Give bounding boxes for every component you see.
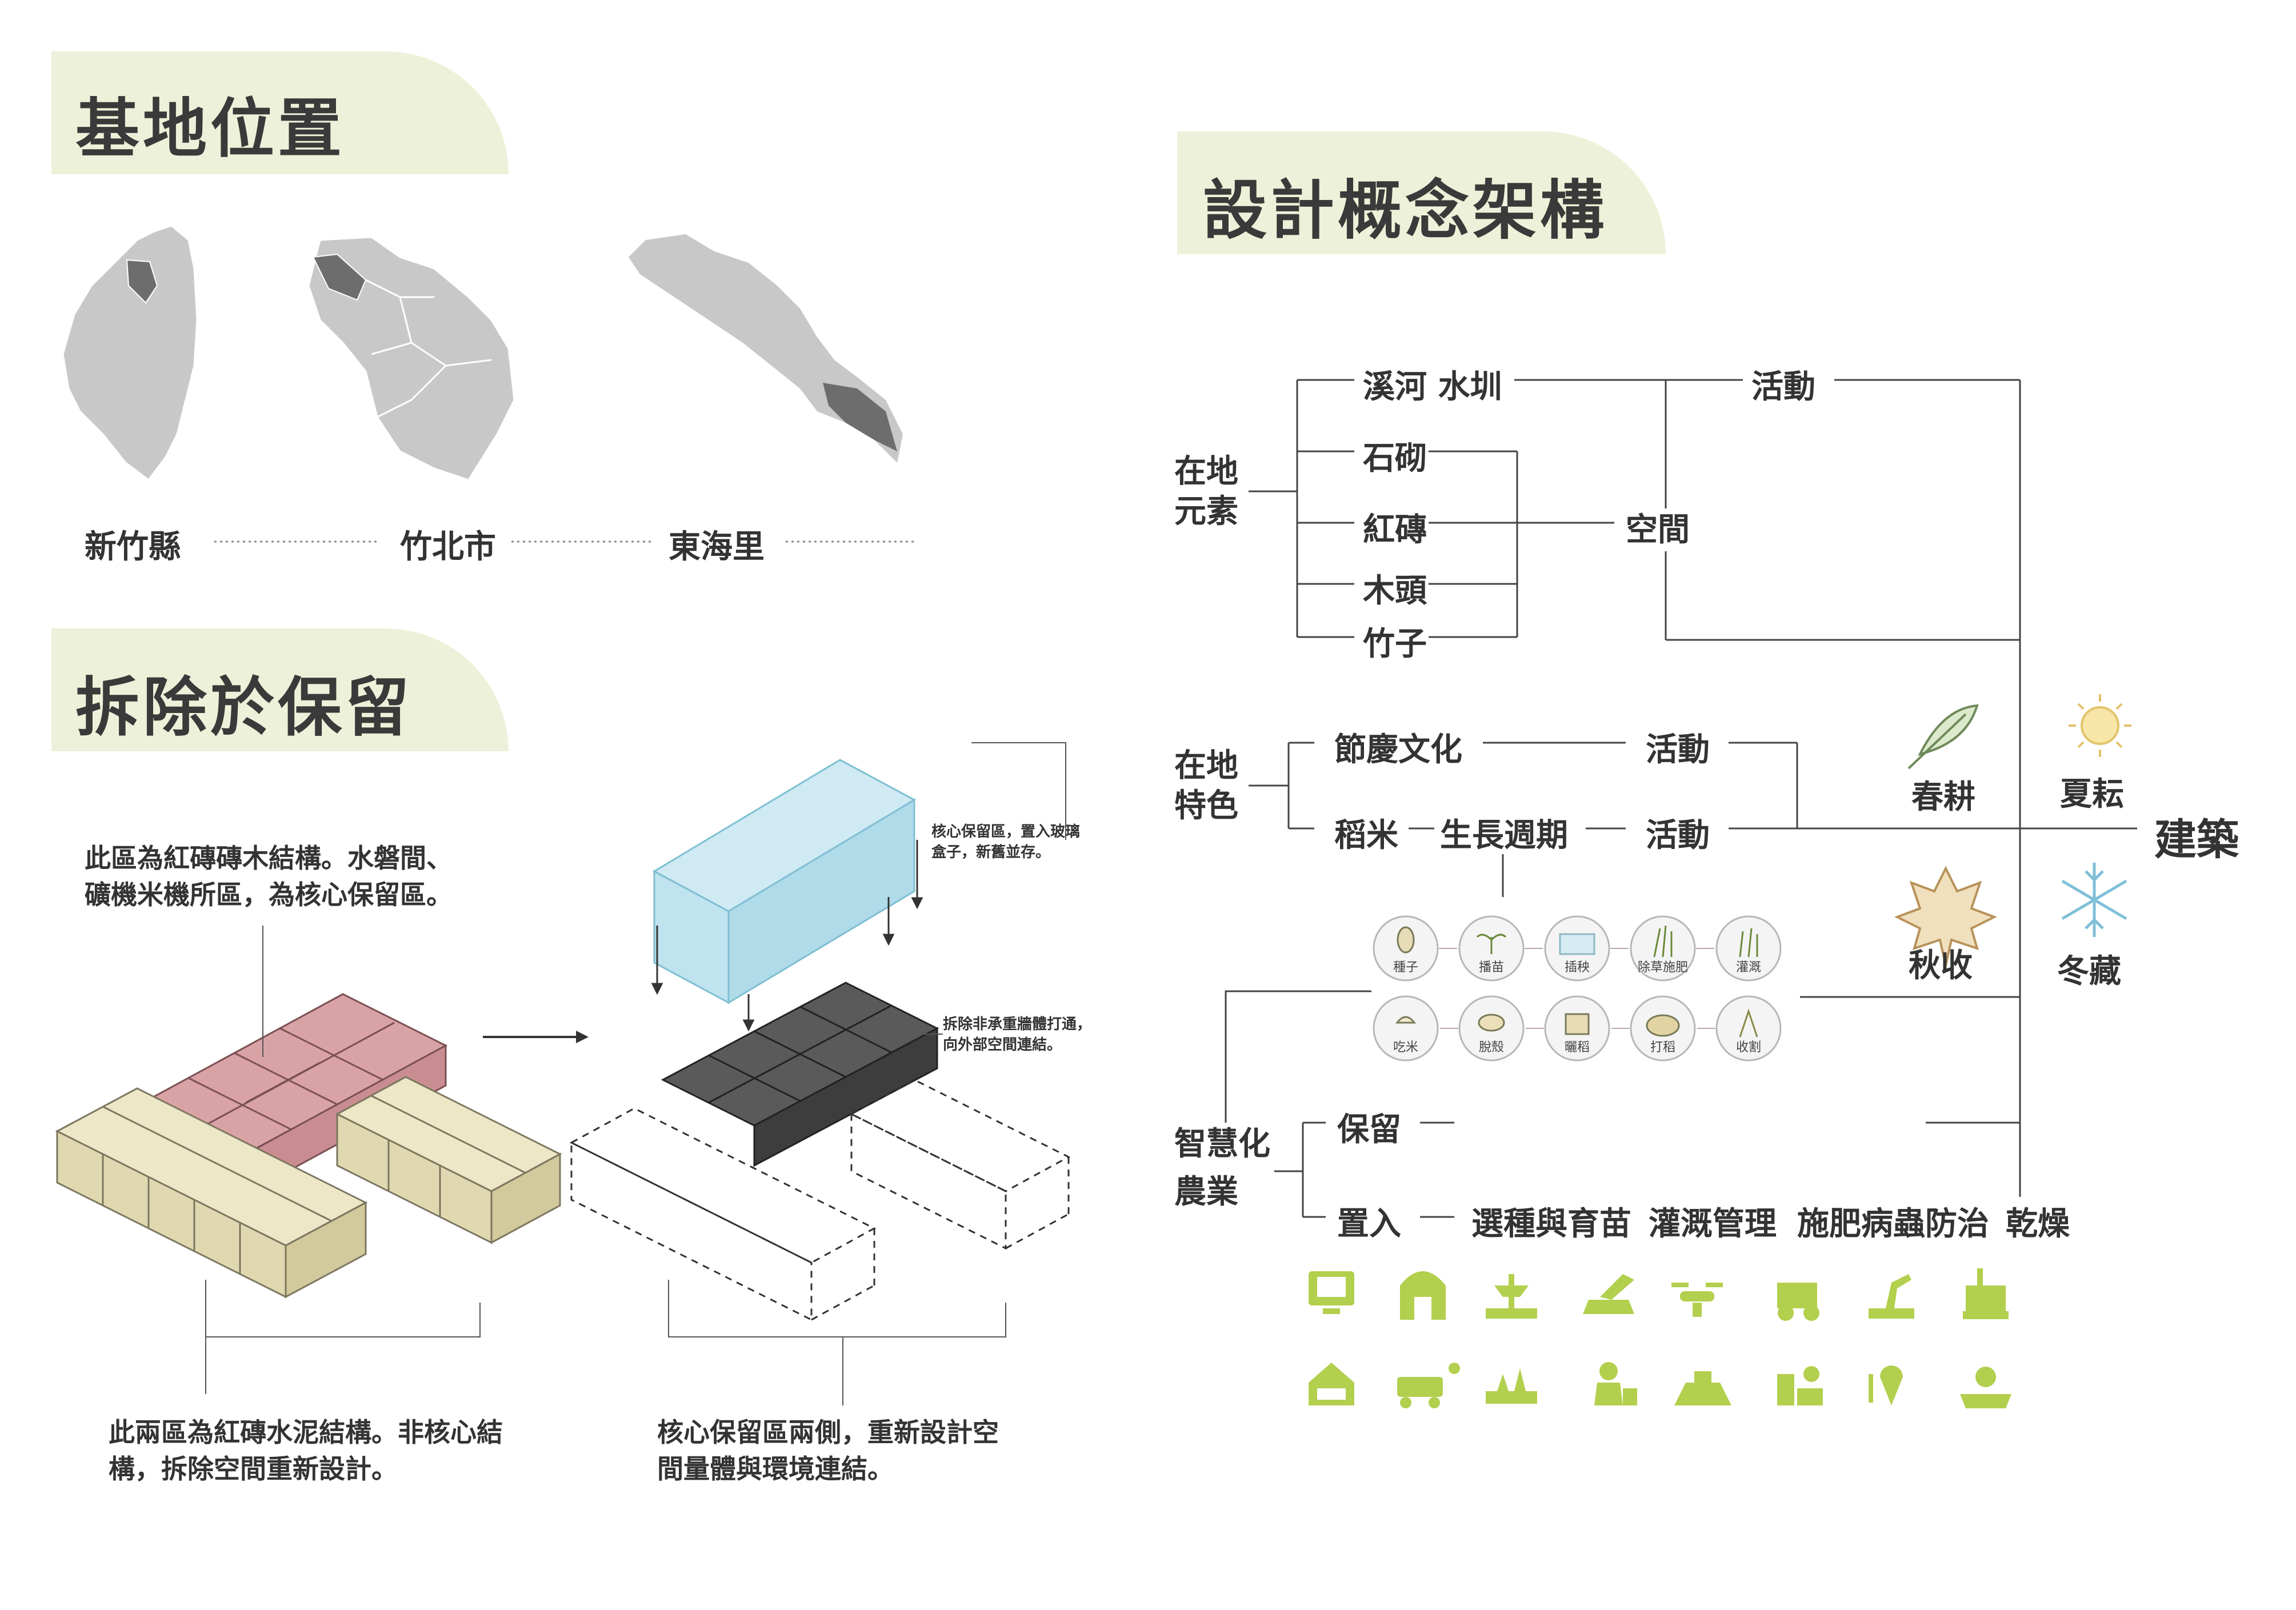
robot-arm-icon <box>1869 1274 1914 1319</box>
stage-circle <box>1715 995 1782 1062</box>
plant-robot-icon <box>1777 1366 1823 1405</box>
smart-agri-icons <box>1309 1268 2011 1408</box>
greenhouse-icon <box>1309 1363 1354 1405</box>
insert-item-seed: 選種與育苗 <box>1471 1205 1631 1243</box>
local-features-label: 在地特色 <box>1174 747 1238 824</box>
site-title: 基地位置 <box>75 91 345 166</box>
stage-labels: 種子 播苗 插秧 除草施肥 灌溉 收割 打稻 曬稻 脫殼 吃米 <box>1393 960 1761 1055</box>
dashed-new-volumes <box>569 1079 1071 1321</box>
barn-icon <box>1400 1271 1446 1320</box>
rover-icon <box>1397 1363 1460 1408</box>
insert-item-irrigation: 灌溉管理 <box>1649 1205 1777 1243</box>
hsinchu-highlight <box>126 259 158 304</box>
activity-label-1: 活動 <box>1751 368 1815 406</box>
activity-label-2: 活動 <box>1646 731 1710 768</box>
architecture-label: 建築 <box>2154 815 2239 864</box>
stage-label: 吃米 <box>1393 1040 1418 1055</box>
cream-zone-left <box>55 1087 368 1299</box>
farmer-icon <box>1594 1362 1637 1405</box>
sun-icon <box>2069 694 2131 757</box>
harvester-icon <box>1963 1268 2009 1319</box>
stage-sketches <box>1395 925 1758 1038</box>
stage-label: 除草施肥 <box>1638 960 1688 975</box>
growth-cycle-label: 生長週期 <box>1440 816 1568 854</box>
material-bamboo: 竹子 <box>1363 625 1427 663</box>
festival-label: 節慶文化 <box>1334 731 1462 768</box>
season-spring: 春耕 <box>1911 778 1975 816</box>
irrigation-icon <box>1486 1274 1537 1319</box>
stage-label: 打稻 <box>1650 1040 1675 1055</box>
monitor-icon <box>1309 1271 1354 1314</box>
concept-title-banner <box>1177 131 1666 254</box>
stage-label: 灌溉 <box>1736 960 1761 975</box>
insert-item-dry: 乾燥 <box>2006 1205 2070 1243</box>
season-winter: 冬藏 <box>2057 952 2121 990</box>
stage-label: 播苗 <box>1479 960 1504 975</box>
hsinchu-county-map <box>307 236 515 481</box>
stage-label: 收割 <box>1736 1040 1761 1055</box>
county-boundaries <box>365 279 492 418</box>
stream-label: 溪河 水圳 <box>1363 368 1502 406</box>
maple-leaf-icon <box>1894 866 1997 966</box>
solar-field-icon <box>1583 1274 1634 1314</box>
note-glass-core: 核心保留區，置入玻璃盒子，新舊並存。 <box>931 823 1081 861</box>
hand-plant-icon <box>1960 1367 2011 1408</box>
donghai-highlight <box>823 383 897 451</box>
note-open-walls: 拆除非承重牆體打通，向外部空間連結。 <box>943 1016 1092 1054</box>
stage-circle <box>1373 995 1439 1062</box>
level-city: 竹北市 <box>400 528 496 566</box>
stage-label: 插秧 <box>1565 960 1590 975</box>
sprout-tray-icon <box>1486 1368 1537 1404</box>
preserve-label: 保留 <box>1337 1111 1401 1148</box>
insert-label: 置入 <box>1337 1205 1401 1243</box>
stage-label: 脫殼 <box>1479 1040 1504 1055</box>
drone-icon <box>1671 1283 1723 1317</box>
zhubei-highlight <box>312 253 367 301</box>
concept-tree-lines <box>1225 379 2137 1218</box>
site-title-banner <box>51 51 509 174</box>
material-brick: 紅磚 <box>1363 511 1427 548</box>
level-village: 東海里 <box>669 528 765 566</box>
stage-label: 種子 <box>1393 960 1418 975</box>
material-wood: 木頭 <box>1363 572 1427 610</box>
season-summer: 夏耘 <box>2060 775 2124 813</box>
level-county: 新竹縣 <box>85 528 181 566</box>
space-label: 空間 <box>1626 511 1690 548</box>
dark-core-zone <box>661 982 939 1167</box>
tractor-icon <box>1777 1283 1819 1321</box>
note-cream-zone: 此兩區為紅磚水泥結構。非核心結構，拆除空間重新設計。 <box>109 1417 503 1484</box>
smart-agri-label: 智慧化農業 <box>1174 1125 1270 1211</box>
season-autumn: 秋收 <box>1909 947 1973 984</box>
cycle-arrows <box>1439 948 1715 1029</box>
activity-label-3: 活動 <box>1646 816 1710 854</box>
leaf-icon <box>1907 704 1979 770</box>
snowflake-icon <box>2061 863 2127 937</box>
rice-label: 稻米 <box>1334 816 1398 854</box>
stage-label: 曬稻 <box>1565 1040 1590 1055</box>
location-plant-icon <box>1869 1365 1903 1405</box>
local-elements-label: 在地元素 <box>1174 452 1238 530</box>
glass-box <box>652 759 917 1004</box>
demolish-title: 拆除於保留 <box>75 670 413 745</box>
insert-item-fertilize: 施肥病蟲防治 <box>1797 1205 1989 1243</box>
sensor-icon <box>1674 1371 1731 1405</box>
note-new-volumes: 核心保留區兩側，重新設計空間量體與環境連結。 <box>657 1417 999 1484</box>
taiwan-map <box>62 225 198 482</box>
note-red-zone: 此區為紅磚磚木結構。水磐間、礦機米機所區，為核心保留區。 <box>85 843 453 910</box>
cream-zone-right <box>335 1076 562 1244</box>
material-stone: 石砌 <box>1363 439 1427 477</box>
demolish-title-banner <box>51 628 509 751</box>
concept-title: 設計概念架構 <box>1203 173 1607 248</box>
